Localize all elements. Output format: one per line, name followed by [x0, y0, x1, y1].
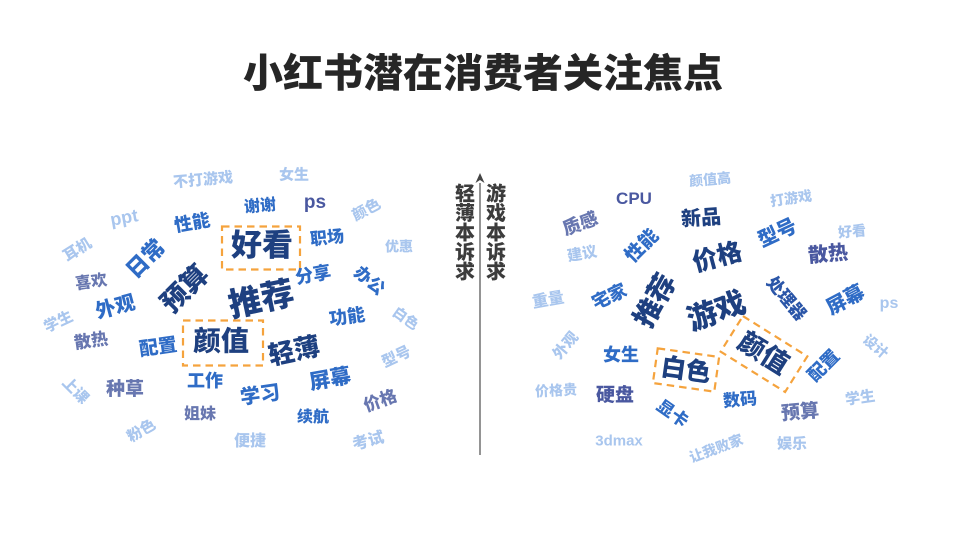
svg-text:ps: ps [304, 192, 326, 213]
svg-text:CPU: CPU [616, 189, 652, 208]
svg-text:ppt: ppt [109, 205, 140, 230]
svg-text:ps: ps [880, 295, 899, 312]
svg-text:3dmax: 3dmax [595, 432, 643, 449]
